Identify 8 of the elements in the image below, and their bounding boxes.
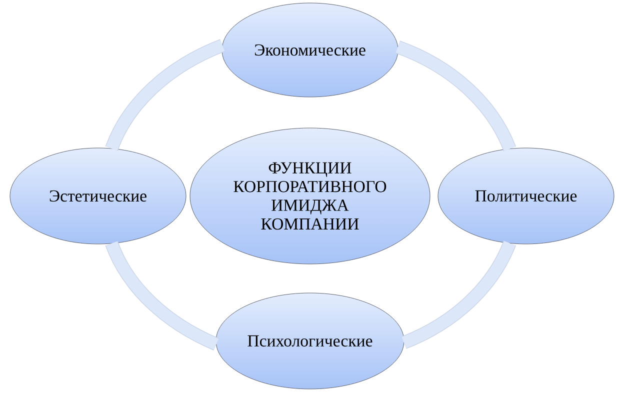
ring-arc	[395, 40, 516, 152]
ring-arc	[401, 240, 516, 349]
ellipse-node: Эстетические	[10, 148, 186, 244]
ring-arc	[105, 39, 226, 152]
ellipse-node: Политические	[438, 148, 614, 244]
ellipse-node: Экономические	[222, 2, 398, 98]
ellipse-node: Психологические	[216, 292, 404, 390]
ring-arc	[105, 240, 219, 350]
